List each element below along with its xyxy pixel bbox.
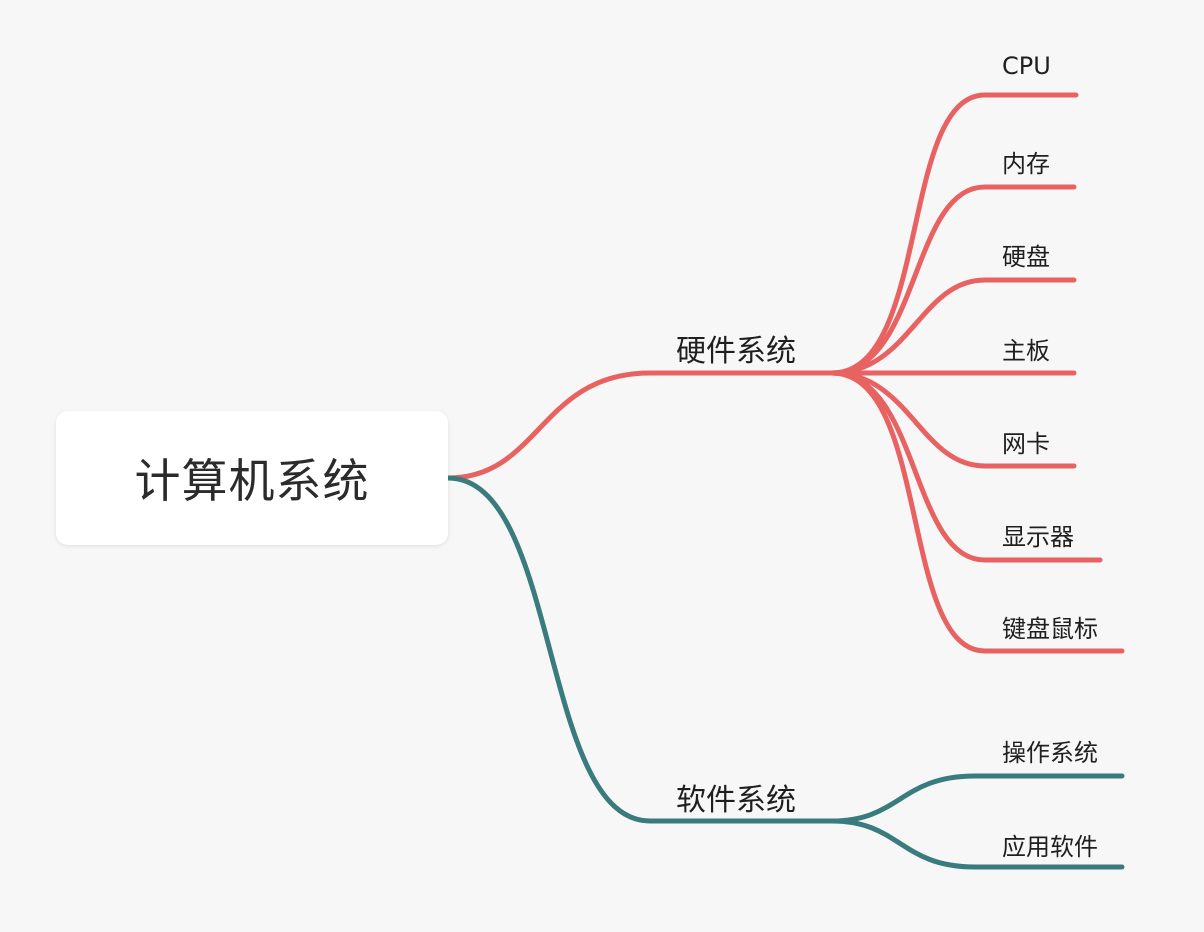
branch-software-label[interactable]: 软件系统 — [676, 783, 796, 818]
leaf-motherboard[interactable]: 主板 — [1002, 337, 1050, 365]
connector-root-software — [445, 475, 835, 824]
leaf-operating-system[interactable]: 操作系统 — [1002, 739, 1098, 767]
leaf-disk[interactable]: 硬盘 — [1002, 243, 1050, 271]
connector-root-hardware — [445, 370, 835, 481]
connector-sw-os — [829, 773, 1125, 824]
leaf-keyboard-mouse[interactable]: 键盘鼠标 — [1002, 615, 1098, 643]
root-node[interactable]: 计算机系统 — [56, 411, 448, 545]
leaf-display[interactable]: 显示器 — [1002, 523, 1074, 551]
connector-hw-nic — [829, 370, 1077, 469]
connector-hw-disk — [829, 277, 1077, 376]
leaf-applications[interactable]: 应用软件 — [1002, 833, 1098, 861]
connector-hw-memory — [829, 184, 1077, 376]
leaf-memory[interactable]: 内存 — [1002, 150, 1050, 178]
leaf-nic[interactable]: 网卡 — [1002, 430, 1050, 458]
connector-sw-apps — [829, 818, 1125, 870]
connector-hw-keyboard-mouse — [829, 370, 1125, 654]
connector-hw-cpu — [829, 92, 1079, 376]
root-label: 计算机系统 — [134, 454, 370, 508]
leaf-cpu[interactable]: CPU — [1002, 52, 1051, 80]
branch-hardware-label[interactable]: 硬件系统 — [676, 334, 796, 369]
